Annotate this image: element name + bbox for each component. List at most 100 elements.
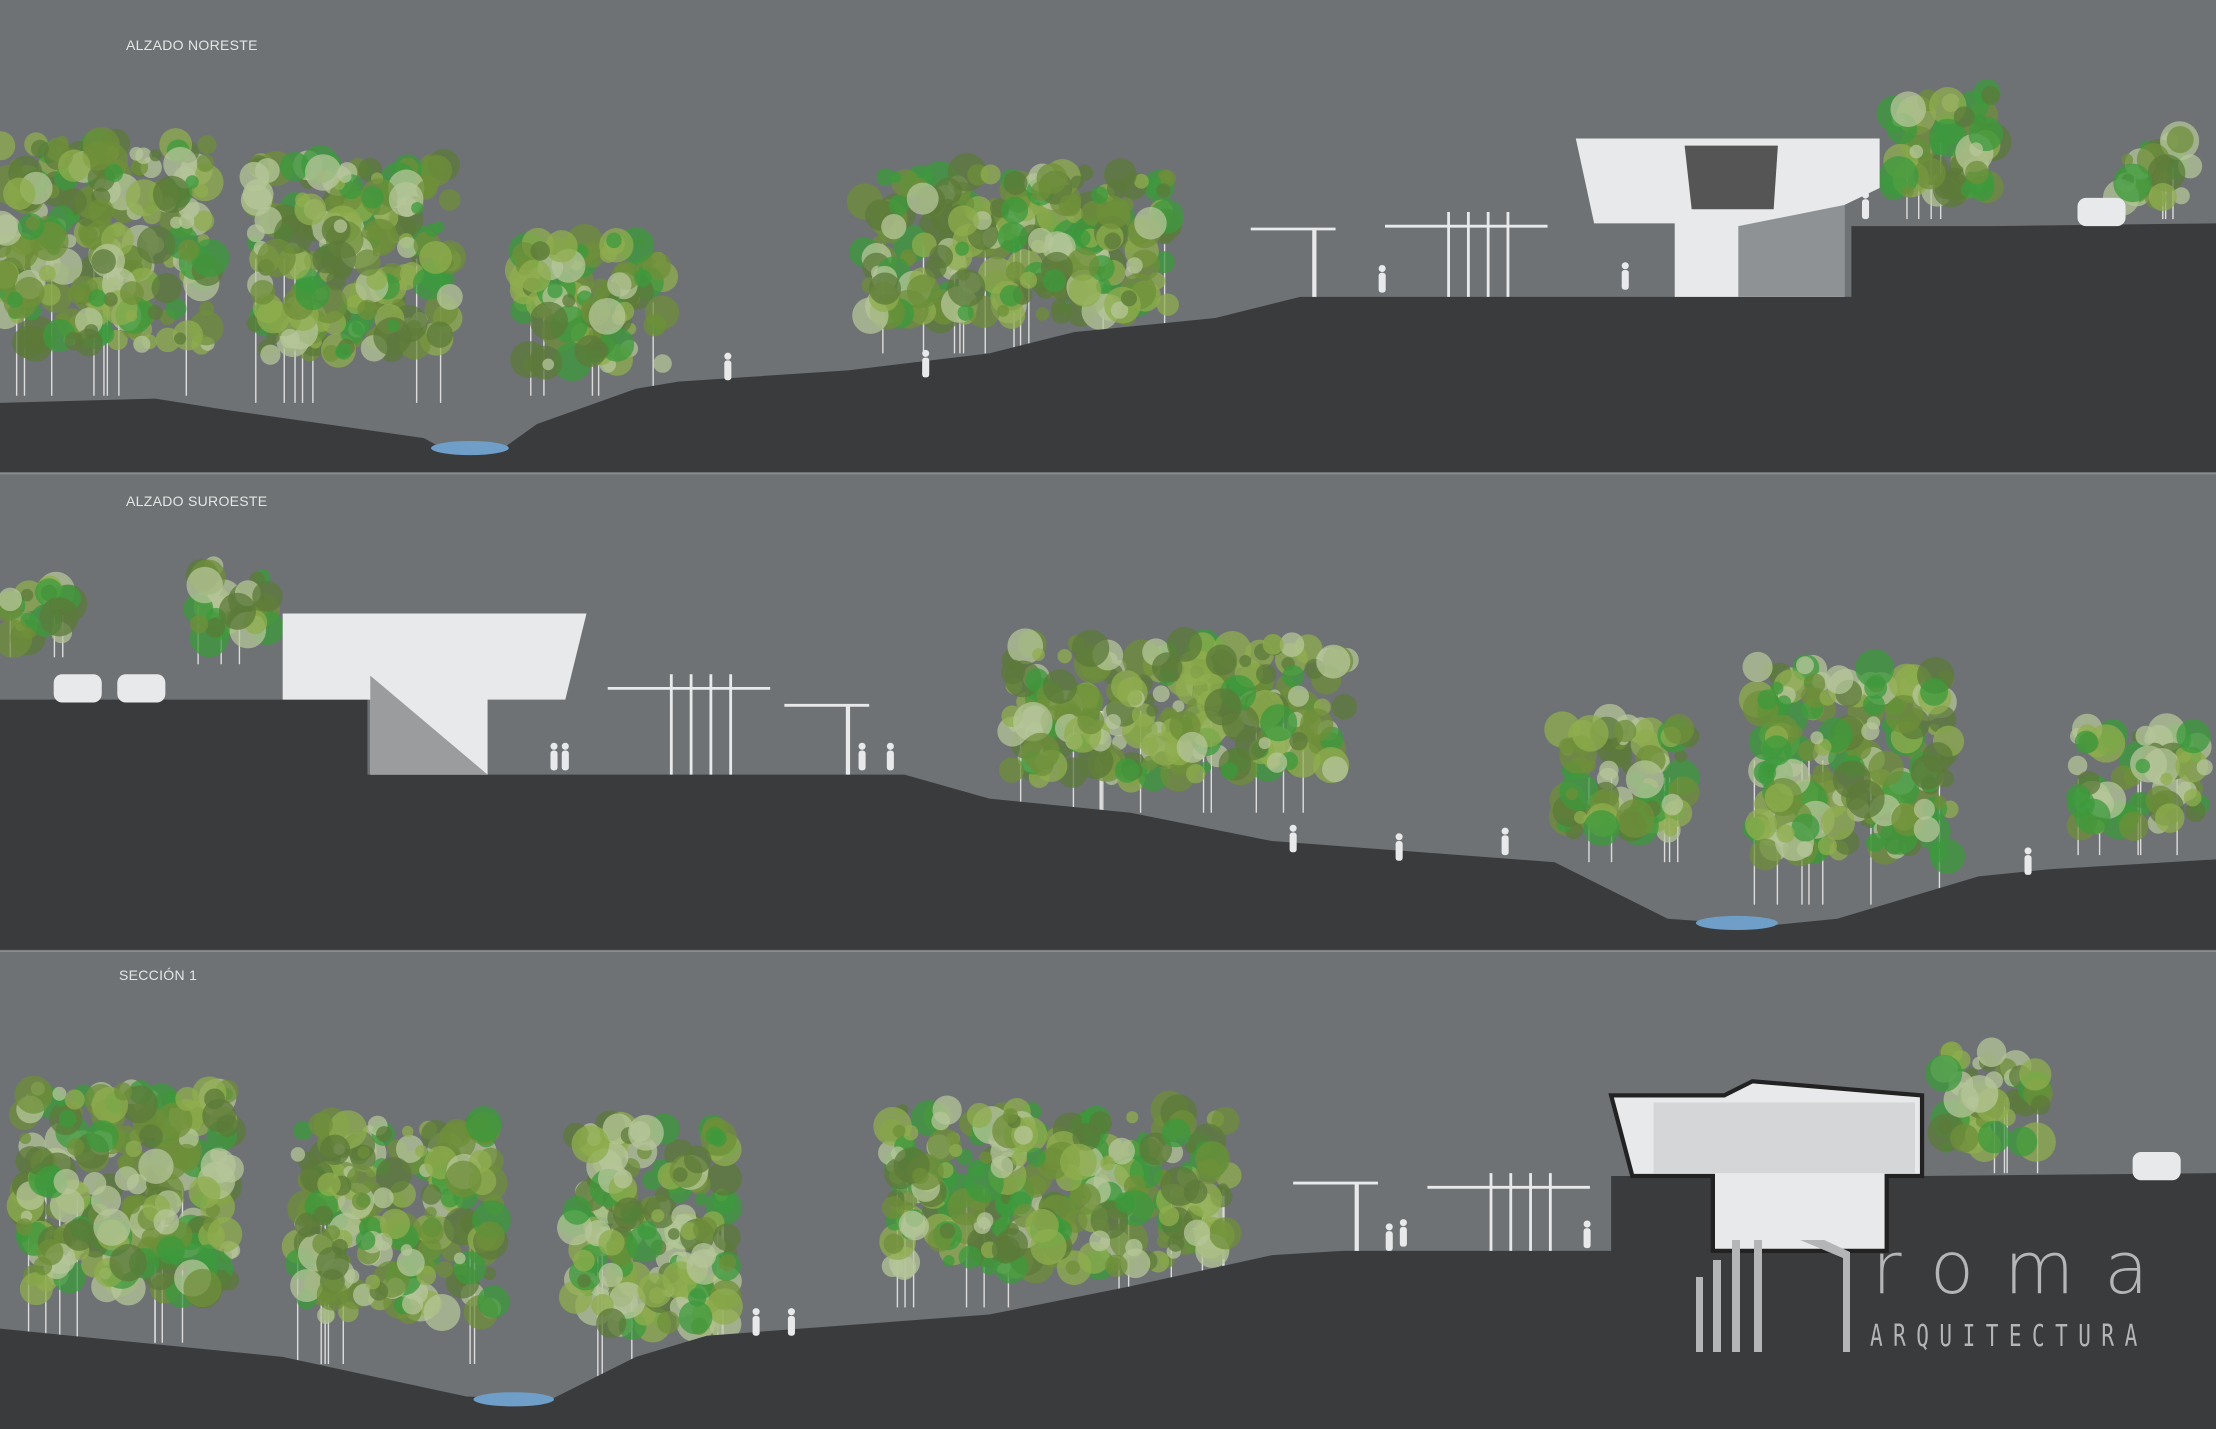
person-head <box>1289 824 1297 832</box>
logo-mark <box>1696 1240 1850 1352</box>
person-head <box>2024 847 2032 855</box>
foliage <box>7 291 23 308</box>
foliage <box>0 587 22 612</box>
foliage <box>149 149 162 162</box>
foliage <box>1104 158 1137 191</box>
foliage <box>156 1235 186 1265</box>
foliage <box>354 249 381 276</box>
foliage <box>163 146 198 182</box>
foliage <box>152 175 191 214</box>
foliage <box>1019 271 1038 289</box>
foliage <box>121 1195 141 1215</box>
foliage <box>2175 749 2209 783</box>
foliage <box>290 1147 306 1162</box>
foliage <box>1674 749 1688 763</box>
foliage <box>634 269 652 288</box>
foliage <box>1824 665 1854 694</box>
tree <box>846 152 1185 354</box>
foliage <box>37 1239 64 1266</box>
foliage <box>1614 719 1637 743</box>
foliage <box>2166 126 2194 154</box>
foliage <box>1146 704 1159 717</box>
foliage <box>1299 708 1334 742</box>
foliage <box>0 260 18 292</box>
foliage <box>590 278 612 300</box>
foliage <box>1158 1205 1180 1227</box>
foliage <box>1196 1158 1222 1185</box>
foliage <box>691 1242 717 1269</box>
foliage <box>207 1216 243 1252</box>
foliage <box>1865 832 1885 852</box>
foliage <box>1071 629 1110 668</box>
foliage <box>453 1252 466 1265</box>
foliage <box>1583 810 1620 847</box>
stream-water <box>1695 915 1778 931</box>
foliage <box>958 1245 982 1269</box>
foliage <box>1909 144 1924 159</box>
foliage <box>955 241 970 256</box>
foliage <box>1663 713 1695 745</box>
foliage <box>174 332 187 345</box>
person-figure <box>2024 847 2032 875</box>
foliage <box>63 1218 96 1251</box>
foliage <box>304 154 342 191</box>
foliage <box>280 328 300 349</box>
foliage <box>1258 737 1271 750</box>
foliage <box>419 1219 444 1245</box>
foliage <box>1096 195 1130 230</box>
foliage <box>30 139 49 158</box>
person-body <box>752 1315 760 1336</box>
person-head <box>349 663 357 671</box>
foliage <box>892 1124 906 1138</box>
person-figure <box>922 349 930 378</box>
panel-title-suroeste: ALZADO SUROESTE <box>126 493 268 509</box>
foliage <box>421 154 453 187</box>
foliage <box>1868 750 1904 786</box>
foliage <box>465 1106 502 1143</box>
person-body <box>1395 841 1403 861</box>
foliage <box>1090 186 1109 204</box>
foliage <box>141 1228 162 1249</box>
person-head <box>561 742 569 750</box>
foliage <box>133 335 151 353</box>
foliage <box>1032 648 1045 661</box>
foliage <box>425 223 440 237</box>
foliage <box>1028 227 1054 253</box>
foliage <box>88 198 115 225</box>
foliage <box>1183 1180 1208 1204</box>
foliage <box>396 1248 425 1277</box>
foliage <box>1030 181 1051 201</box>
car <box>53 674 102 703</box>
foliage <box>293 1120 313 1141</box>
foliage <box>1937 1119 1953 1134</box>
foliage <box>1115 1192 1136 1213</box>
foliage <box>438 189 461 211</box>
foliage <box>376 1126 392 1142</box>
foliage <box>346 1164 377 1195</box>
foliage <box>86 1120 119 1153</box>
ground-profile <box>0 223 2216 473</box>
foliage <box>1104 232 1122 250</box>
foliage <box>185 175 199 189</box>
foliage <box>1981 86 2000 105</box>
foliage <box>1126 257 1143 274</box>
foliage <box>177 239 200 262</box>
foliage <box>151 273 182 304</box>
foliage <box>1152 685 1170 703</box>
foliage <box>1289 732 1308 751</box>
foliage <box>966 1102 992 1128</box>
foliage <box>542 358 555 371</box>
person-figure <box>1385 1223 1393 1251</box>
foliage <box>868 272 902 305</box>
foliage <box>199 301 215 317</box>
tree <box>0 126 230 396</box>
foliage <box>609 1281 646 1319</box>
foliage <box>1282 665 1305 688</box>
foliage <box>642 1170 662 1191</box>
foliage <box>1110 301 1129 319</box>
foliage <box>335 342 353 360</box>
foliage <box>1073 229 1091 247</box>
foliage <box>317 1306 335 1324</box>
foliage <box>1156 183 1171 198</box>
